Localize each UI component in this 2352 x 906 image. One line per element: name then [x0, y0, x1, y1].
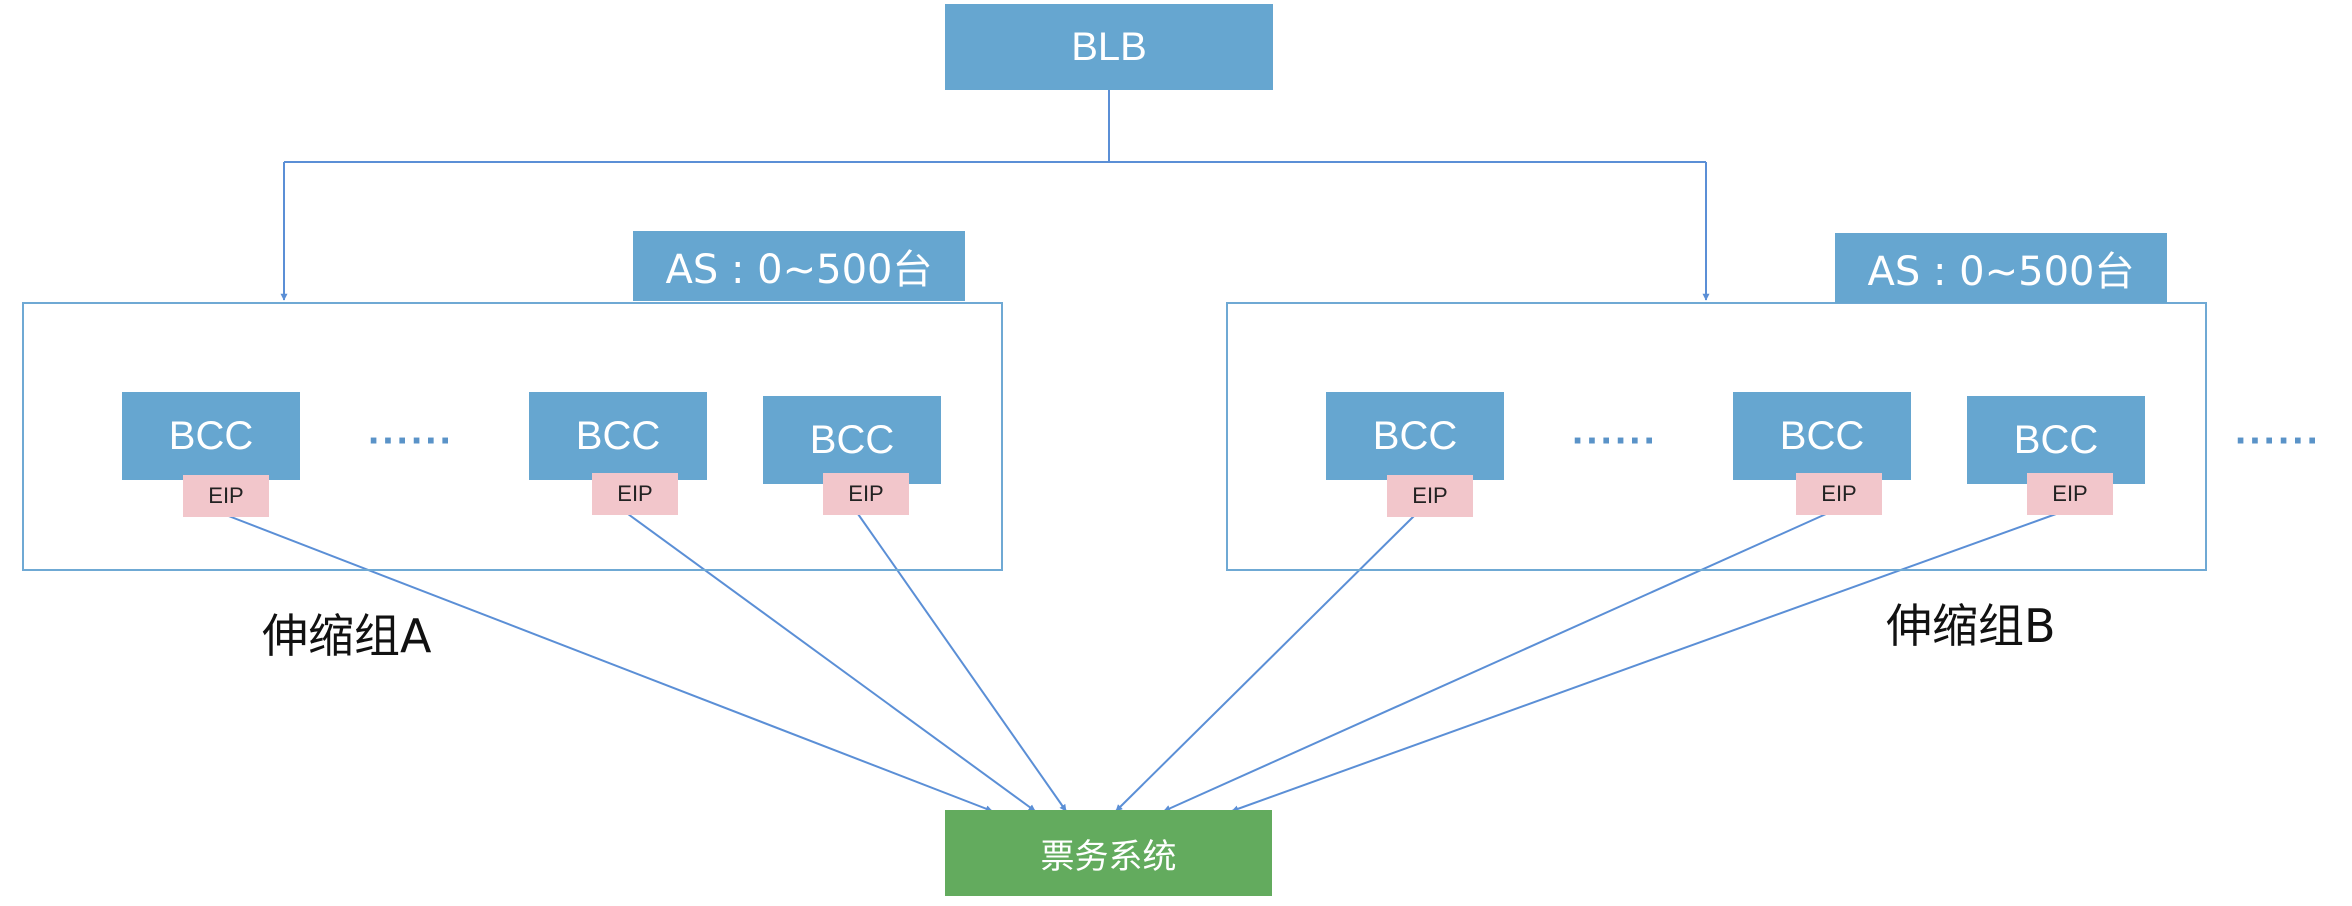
eip-a3: EIP: [823, 473, 909, 515]
eip-label: EIP: [208, 483, 244, 508]
group-b-label: 伸缩组B: [1886, 599, 2056, 653]
scaling-group-a: [22, 302, 1003, 571]
ticket-system-node: 票务系统: [945, 810, 1272, 896]
bcc-node-a2: BCC: [529, 392, 707, 480]
blb-label: BLB: [1071, 24, 1147, 69]
as-tag-label: AS : 0~500台: [1867, 249, 2135, 295]
bcc-label: BCC: [575, 413, 661, 458]
ticket-system-label: 票务系统: [1040, 836, 1177, 877]
eip-b2: EIP: [1796, 473, 1882, 515]
blb-node: BLB: [945, 4, 1273, 90]
eip-b2-to-ticket-arrow: [1163, 513, 1827, 812]
eip-a2: EIP: [592, 473, 678, 515]
ellipsis-b-outer: ······: [2235, 419, 2321, 463]
bcc-node-b1: BCC: [1326, 392, 1504, 480]
eip-label: EIP: [848, 481, 884, 506]
eip-b3-to-ticket-arrow: [1231, 513, 2057, 813]
bcc-label: BCC: [1372, 413, 1458, 458]
scaling-group-b: [1226, 302, 2207, 571]
as-tag-group-a: AS : 0~500台: [633, 231, 965, 301]
eip-b3: EIP: [2027, 473, 2113, 515]
bcc-node-b2: BCC: [1733, 392, 1911, 480]
bcc-node-b3: BCC: [1967, 396, 2145, 484]
eip-a1-to-ticket-arrow: [225, 514, 993, 812]
bcc-label: BCC: [2013, 417, 2099, 462]
eip-a3-to-ticket-arrow: [857, 513, 1067, 812]
as-tag-label: AS : 0~500台: [665, 247, 933, 293]
eip-b1: EIP: [1387, 475, 1473, 517]
eip-label: EIP: [1821, 481, 1857, 506]
ellipsis-a: ······: [368, 419, 454, 463]
bcc-node-a3: BCC: [763, 396, 941, 484]
eip-label: EIP: [1412, 483, 1448, 508]
eip-a2-to-ticket-arrow: [627, 513, 1036, 812]
eip-label: EIP: [2052, 481, 2088, 506]
group-a-label: 伸缩组A: [262, 609, 432, 663]
eip-a1: EIP: [183, 475, 269, 517]
bcc-label: BCC: [168, 413, 254, 458]
bcc-label: BCC: [1779, 413, 1865, 458]
as-tag-group-b: AS : 0~500台: [1835, 233, 2167, 303]
bcc-label: BCC: [809, 417, 895, 462]
eip-b1-to-ticket-arrow: [1115, 514, 1416, 812]
eip-label: EIP: [617, 481, 653, 506]
bcc-node-a1: BCC: [122, 392, 300, 480]
ellipsis-b: ······: [1572, 419, 1658, 463]
